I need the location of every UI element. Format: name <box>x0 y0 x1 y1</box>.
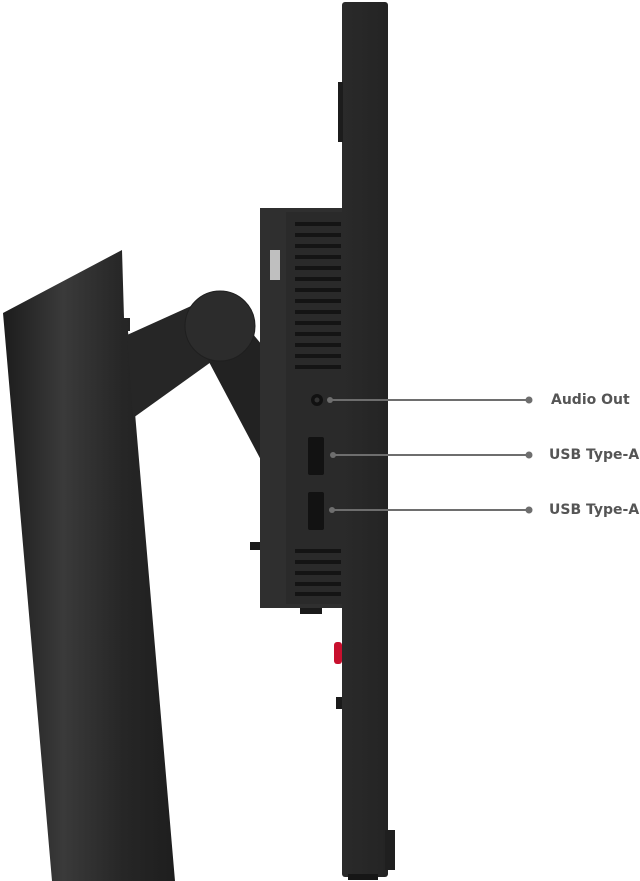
bottom-vent <box>295 549 341 596</box>
stand-arm <box>127 290 262 462</box>
stand-column <box>3 250 175 881</box>
usb-a-port-icon <box>308 437 324 475</box>
top-vent <box>295 222 341 369</box>
callout-label-usb-a-2: USB Type-A <box>549 502 640 518</box>
power-button[interactable] <box>334 642 342 664</box>
lock-slot-icon <box>270 250 280 280</box>
usb-a-port-icon <box>308 492 324 530</box>
rear-housing <box>250 208 344 614</box>
callout-label-usb-a-1: USB Type-A <box>549 447 640 463</box>
callout-lines <box>327 396 533 514</box>
display-panel-edge <box>334 2 395 880</box>
callout-label-audio-out: Audio Out <box>551 392 630 408</box>
